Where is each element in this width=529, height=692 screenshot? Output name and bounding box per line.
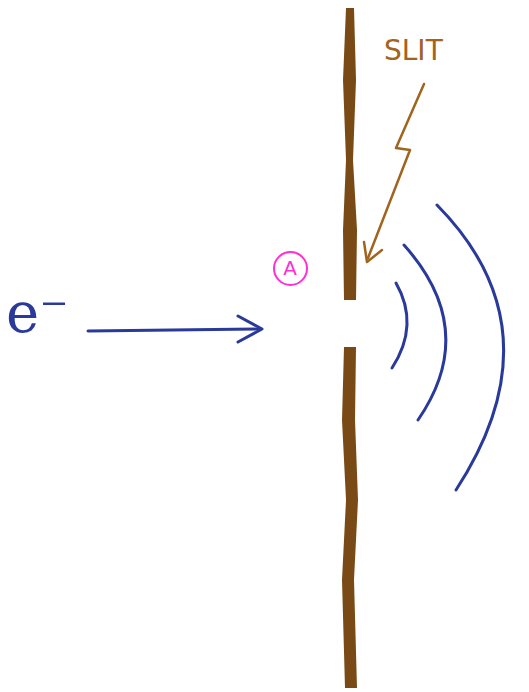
wave-front [437, 205, 504, 490]
electron-arrow [88, 329, 258, 331]
wall-lower [342, 347, 358, 688]
particle-label: e⁻ [6, 282, 69, 344]
leader-line [368, 84, 424, 258]
leader-head [364, 242, 382, 262]
wave-front [404, 245, 446, 420]
wave-front [392, 283, 407, 368]
arrow-head [238, 316, 262, 342]
wall-upper [343, 8, 357, 300]
circled-letter: A [273, 251, 308, 286]
part-name: SLIT [384, 36, 443, 67]
node-text: A [283, 258, 297, 278]
